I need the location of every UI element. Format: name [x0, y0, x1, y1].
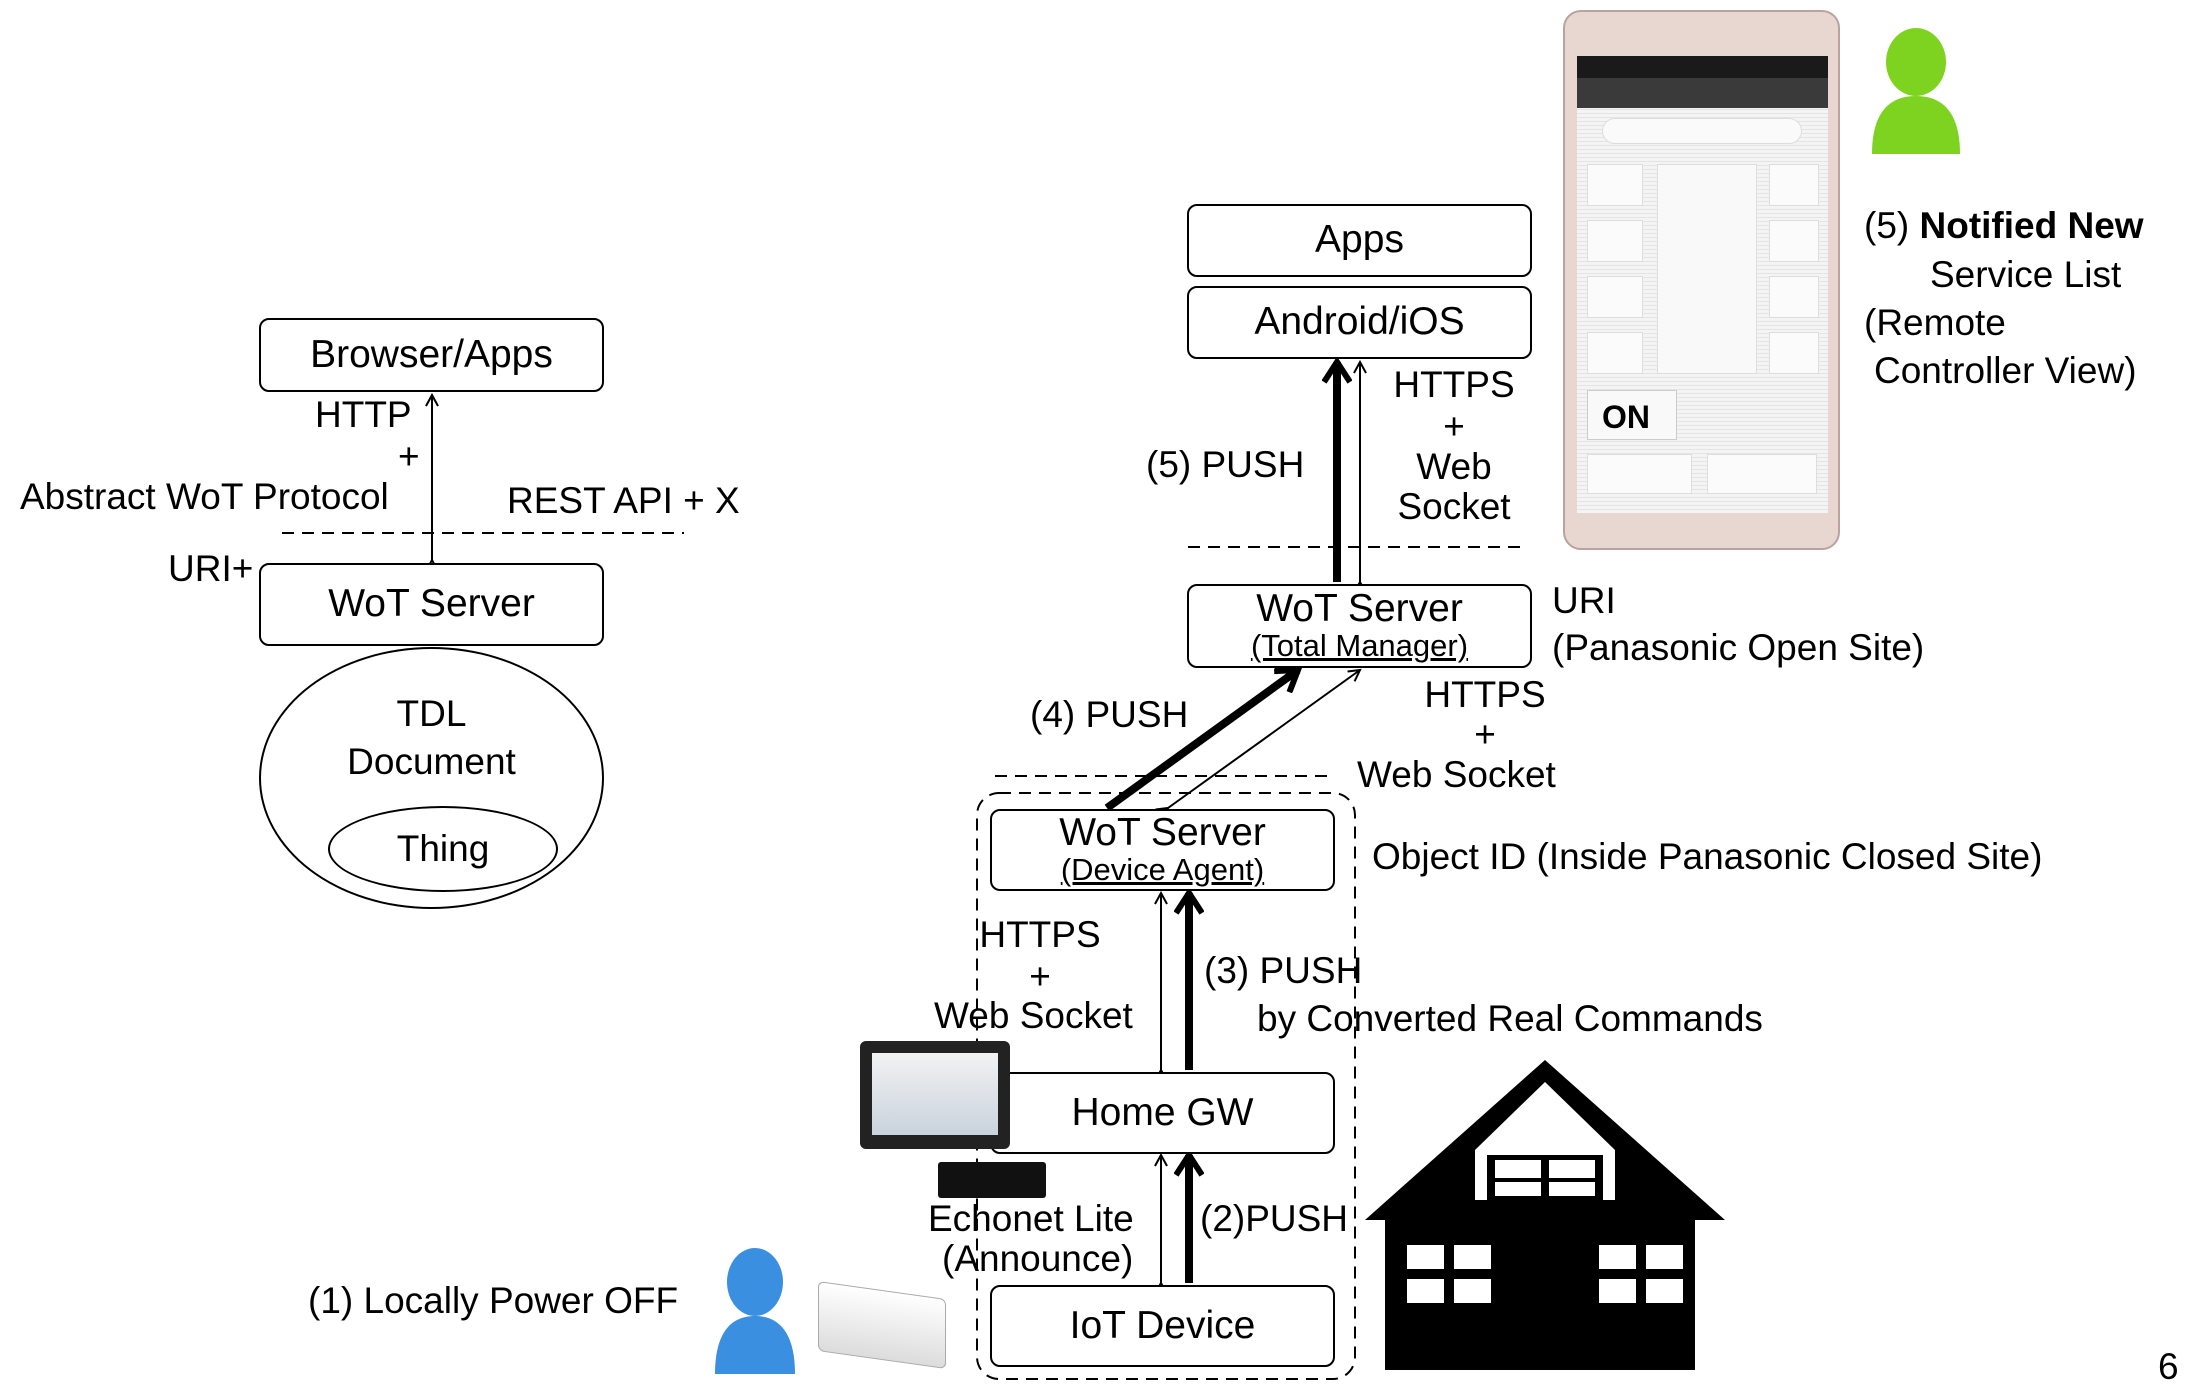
push4-label: (4) PUSH [1030, 694, 1189, 735]
thing-label: Thing [396, 828, 490, 869]
tdl-label: TDL [396, 693, 467, 734]
http-label: HTTP [315, 394, 412, 435]
notified-bold: Notified New [1919, 205, 2144, 246]
phone-mode-btn-3 [1587, 276, 1643, 318]
phone-bottom-btn-2 [1707, 454, 1817, 494]
left-wot-server-box: WoT Server [259, 563, 604, 646]
phone-on-label: ON [1602, 399, 1650, 435]
iot-device-box: IoT Device [990, 1285, 1335, 1367]
https-low-label-3: Web Socket [934, 995, 1133, 1036]
document-label: Document [347, 741, 516, 782]
object-id-label: Object ID (Inside Panasonic Closed Site) [1372, 836, 2043, 877]
left-wot-server-label: WoT Server [328, 582, 535, 626]
user-blue-icon [715, 1248, 795, 1374]
phone-arrow-btn-4 [1769, 332, 1819, 374]
https-mid-label-1: HTTPS [1424, 674, 1546, 715]
abstract-protocol-label: Abstract WoT Protocol [20, 476, 389, 517]
home-gw-box: Home GW [990, 1072, 1335, 1154]
https-top-label-4: Socket [1397, 486, 1511, 527]
rest-api-label: REST API + X [507, 480, 740, 521]
https-mid-label-2: + [1474, 714, 1496, 755]
announce-label: (Announce) [942, 1238, 1134, 1279]
push3-sub-label: by Converted Real Commands [1257, 998, 1763, 1039]
android-ios-box: Android/iOS [1187, 286, 1532, 359]
page-number: 6 [2158, 1346, 2179, 1387]
https-top-label-1: HTTPS [1393, 364, 1515, 405]
https-top-label-3: Web [1416, 446, 1492, 487]
notified-prefix: (5) [1864, 205, 1920, 246]
phone-arrow-btn-1 [1769, 164, 1819, 206]
wot-total-sub-label: (Total Manager) [1250, 628, 1469, 664]
browser-apps-label: Browser/Apps [310, 332, 553, 376]
phone-top-bar [1577, 78, 1828, 108]
phone-on-button: ON [1587, 390, 1677, 440]
tablet-screen [872, 1053, 998, 1135]
browser-apps-box: Browser/Apps [259, 318, 604, 392]
https-mid-arrow [1168, 670, 1360, 808]
wot-agent-sub-label: (Device Agent) [1060, 852, 1265, 888]
wot-total-manager-box: WoT Server (Total Manager) [1187, 584, 1532, 668]
phone-screen: ON [1577, 108, 1828, 513]
push2-label: (2)PUSH [1200, 1198, 1349, 1239]
uri-label: URI [1552, 580, 1616, 621]
service-list-label: Service List [1930, 254, 2122, 295]
android-ios-label: Android/iOS [1254, 300, 1465, 344]
https-low-label-1: HTTPS [979, 914, 1101, 955]
plus-label: + [398, 436, 420, 477]
phone-title-pill [1602, 118, 1802, 144]
router-icon [938, 1162, 1046, 1198]
phone-status-bar [1577, 56, 1828, 78]
wot-device-agent-box: WoT Server (Device Agent) [990, 809, 1335, 891]
push5-label: (5) PUSH [1146, 444, 1305, 485]
notified-label: (5) Notified New [1864, 205, 2144, 246]
remote-label: (Remote [1864, 302, 2006, 343]
tdl-document-ellipse: TDL Document Thing [259, 647, 604, 909]
phone-mode-btn-1 [1587, 164, 1643, 206]
phone-mode-btn-2 [1587, 220, 1643, 262]
local-power-off-label: (1) Locally Power OFF [308, 1280, 679, 1321]
home-gw-label: Home GW [1071, 1090, 1254, 1134]
echonet-label: Echonet Lite [928, 1198, 1134, 1239]
wot-total-label: WoT Server [1256, 587, 1463, 631]
uri-plus-label: URI+ [168, 548, 254, 589]
phone-arrow-btn-2 [1769, 220, 1819, 262]
push4-arrow [1104, 666, 1298, 812]
phone-mode-btn-4 [1587, 332, 1643, 374]
push3-label: (3) PUSH [1204, 950, 1363, 991]
https-low-label-2: + [1029, 956, 1051, 997]
phone-display [1657, 164, 1757, 374]
apps-box: Apps [1187, 204, 1532, 277]
phone-screenshot: ON [1563, 10, 1840, 550]
thing-ellipse: Thing [328, 806, 558, 892]
open-site-label: (Panasonic Open Site) [1552, 627, 1925, 668]
phone-bottom-btn-1 [1587, 454, 1692, 494]
wot-agent-label: WoT Server [1059, 811, 1266, 855]
tablet-icon [860, 1041, 1010, 1149]
iot-device-label: IoT Device [1069, 1303, 1256, 1347]
phone-arrow-btn-3 [1769, 276, 1819, 318]
apps-label: Apps [1315, 218, 1404, 262]
house-icon [1365, 1060, 1725, 1370]
https-top-label-2: + [1443, 406, 1465, 447]
https-mid-label-3: Web Socket [1357, 754, 1556, 795]
controller-view-label: Controller View) [1874, 350, 2137, 391]
user-green-icon [1872, 28, 1960, 154]
